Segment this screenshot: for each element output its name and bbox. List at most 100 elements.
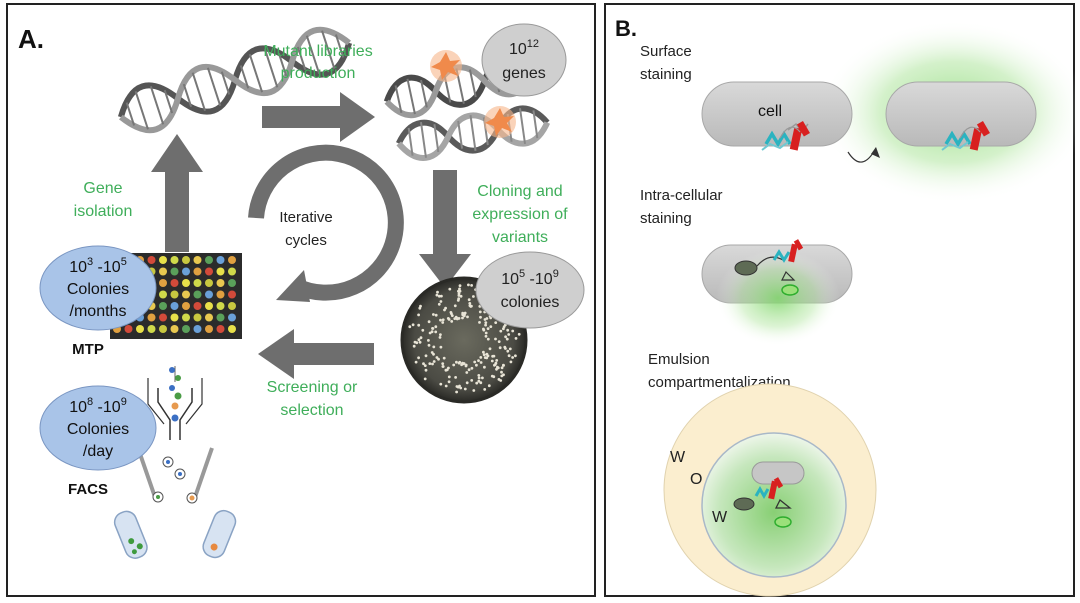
- plate-well: [193, 279, 202, 287]
- colony-dot: [453, 304, 457, 308]
- colony-dot: [479, 361, 483, 364]
- colony-dot: [479, 356, 483, 359]
- intracellular-line1: Intra-cellular: [640, 187, 723, 204]
- colony-dot: [487, 384, 491, 388]
- cloning-line3: variants: [492, 229, 548, 246]
- plate-well: [159, 256, 167, 264]
- plate-well: [216, 256, 225, 264]
- colony-dot: [424, 354, 428, 358]
- colony-dot: [408, 325, 412, 329]
- cloning-line1: Cloning and: [477, 183, 562, 200]
- emulsion-line1: Emulsion: [648, 351, 710, 368]
- arrow-right-top: [262, 92, 375, 142]
- plate-well: [124, 325, 133, 333]
- colony-dot: [465, 381, 469, 385]
- colony-dot: [427, 339, 430, 342]
- cloning-line2: expression of: [472, 206, 568, 223]
- colony-dot: [457, 361, 461, 365]
- colony-dot: [439, 300, 443, 303]
- colony-dot: [435, 293, 439, 297]
- mutation-star-icon: [430, 50, 516, 138]
- colony-dot: [450, 312, 453, 315]
- plate-well: [147, 313, 156, 322]
- colony-dot: [421, 328, 425, 332]
- colony-dot: [457, 292, 461, 296]
- colony-dot: [452, 363, 456, 367]
- arrow-down-right: [419, 170, 471, 288]
- plate-well: [205, 313, 213, 322]
- mtp-throughput-bubble: 103 -105 Colonies /months: [39, 245, 157, 331]
- colony-dot: [441, 362, 445, 365]
- w-inner-label: W: [712, 509, 728, 526]
- plate-well: [216, 267, 225, 276]
- colony-dot: [444, 384, 448, 388]
- colony-dot: [482, 328, 486, 332]
- colony-dot: [463, 387, 467, 391]
- plate-well: [182, 290, 190, 299]
- mtp-label: MTP: [72, 341, 104, 358]
- facs-throughput-bubble: 108 -109 Colonies /day: [39, 385, 157, 471]
- facs-label: FACS: [68, 481, 108, 498]
- colony-dot: [497, 340, 501, 343]
- plate-well: [193, 325, 202, 333]
- colony-dot: [453, 317, 457, 320]
- colony-dot: [508, 347, 512, 351]
- cell-label: cell: [758, 103, 782, 120]
- intracellular-glow: [716, 250, 840, 346]
- plate-well: [159, 325, 167, 333]
- plate-well: [147, 325, 156, 333]
- substrate-blob-icon: [734, 260, 758, 276]
- colony-dot: [483, 356, 487, 359]
- plate-well: [205, 279, 213, 287]
- plate-well: [193, 256, 202, 264]
- plate-well: [216, 302, 225, 310]
- colony-dot: [486, 337, 490, 341]
- colony-dot: [502, 373, 505, 377]
- colony-dot: [432, 313, 435, 316]
- colony-dot: [439, 382, 443, 386]
- colony-dot: [450, 320, 454, 323]
- colony-dot: [477, 379, 481, 383]
- protein-structure-icon: [761, 120, 810, 151]
- colony-dot: [412, 344, 416, 348]
- colony-dot: [444, 306, 447, 310]
- colony-dot: [514, 354, 517, 358]
- colony-dot: [486, 327, 490, 330]
- colony-dot: [479, 381, 483, 385]
- colony-dot: [504, 335, 507, 339]
- plate-well: [170, 256, 179, 264]
- intracellular-line2: staining: [640, 210, 692, 227]
- colony-dot: [507, 333, 511, 336]
- iterative-line1: Iterative: [279, 209, 332, 226]
- colony-dot: [482, 353, 486, 357]
- colony-dot: [473, 360, 477, 364]
- plate-well: [205, 290, 213, 299]
- svg-text:colonies: colonies: [501, 294, 560, 311]
- plate-well: [216, 325, 225, 333]
- colony-dot: [502, 364, 505, 367]
- colony-dot: [428, 331, 432, 335]
- plate-well: [182, 325, 190, 333]
- plate-well: [170, 325, 179, 333]
- plate-well: [170, 302, 179, 310]
- plate-well: [159, 302, 167, 310]
- colony-dot: [424, 368, 428, 372]
- colony-dot: [441, 318, 445, 322]
- colony-dot: [496, 366, 500, 370]
- colony-dot: [484, 334, 488, 338]
- plate-well: [228, 267, 236, 276]
- colony-dot: [478, 321, 481, 324]
- svg-text:/day: /day: [83, 443, 113, 460]
- plate-well: [182, 302, 190, 310]
- colony-dot: [431, 327, 434, 330]
- colony-dot: [417, 323, 421, 327]
- colony-dot: [422, 362, 425, 366]
- colony-dot: [490, 359, 494, 363]
- svg-text:103 -105: 103 -105: [69, 256, 127, 276]
- plate-well: [182, 256, 190, 264]
- protein-structure-icon-droplet: [754, 477, 784, 500]
- colony-dot: [517, 332, 521, 336]
- plate-well: [159, 279, 167, 287]
- colony-dot: [437, 357, 440, 361]
